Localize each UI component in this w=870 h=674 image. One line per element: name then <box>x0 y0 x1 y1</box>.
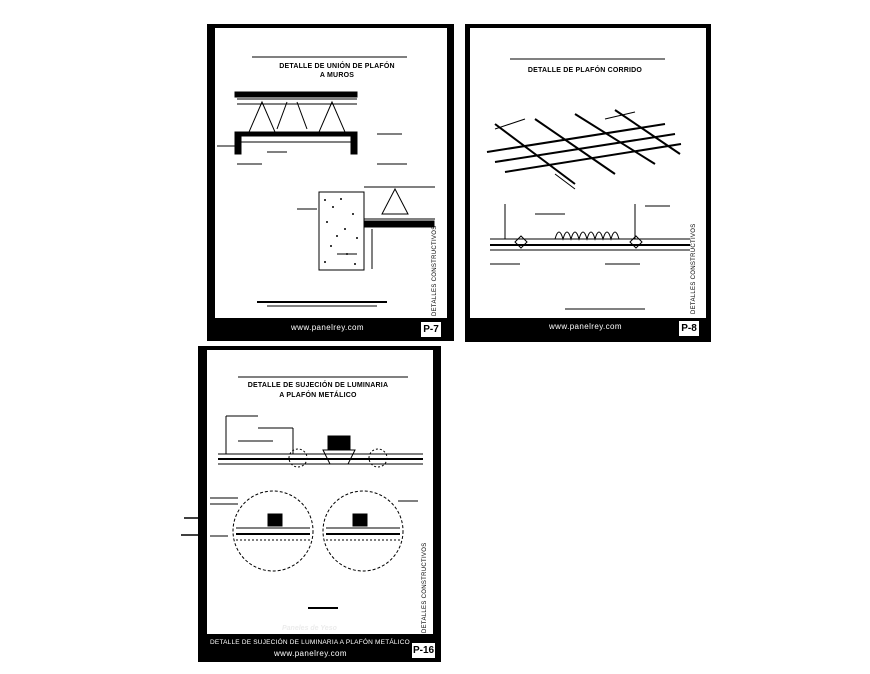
sheet-p16-drawing <box>210 376 423 609</box>
sheet-p16-drawing-area <box>207 350 433 634</box>
sheet-p8-drawing-area <box>470 28 706 318</box>
sheet-p8-badge: P-8 <box>679 321 699 336</box>
ceiling-slab <box>234 91 358 98</box>
ceiling-grid-isometric <box>486 109 682 185</box>
ceiling-section <box>490 204 690 265</box>
sheet-p7: DETALLE DE UNIÓN DE PLAFÓN A MUROS DETAL… <box>207 24 454 341</box>
sheet-p16-title-line2: A PLAFÓN METÁLICO <box>279 392 357 399</box>
sheet-p8-title-line1: DETALLE DE PLAFÓN CORRIDO <box>527 67 643 74</box>
sheet-p7-title-line1: DETALLE DE UNIÓN DE PLAFÓN <box>279 63 395 70</box>
sheet-p7-badge: P-7 <box>421 322 441 337</box>
sheet-p8-url[interactable]: www.panelrey.com <box>549 322 622 331</box>
sheet-p16-url[interactable]: www.panelrey.com <box>274 649 347 658</box>
sheet-p8: DETALLE DE PLAFÓN CORRIDO DETALLES CONST… <box>465 24 711 342</box>
insulation-coils <box>554 231 620 241</box>
detail-circle-right <box>322 490 404 572</box>
sheet-p16-title-line1: DETALLE DE SUJECIÓN DE LUMINARIA <box>247 382 389 389</box>
hanger-lower <box>381 187 409 215</box>
sheet-p16-caption: DETALLE DE SUJECIÓN DE LUMINARIA A PLAFÓ… <box>210 639 410 646</box>
sheet-p7-url[interactable]: www.panelrey.com <box>291 323 364 332</box>
sheet-p8-drawing <box>486 58 690 310</box>
concrete-wall <box>318 191 365 271</box>
detail-circle-left <box>232 490 314 572</box>
sheet-p16-badge: P-16 <box>412 643 435 658</box>
sheet-p16-watermark: Paneles de Yeso <box>282 625 337 632</box>
sheet-p7-drawing <box>217 56 435 307</box>
concrete-hatch <box>324 198 358 265</box>
sheet-p16: DETALLE DE SUJECIÓN DE LUMINARIA A PLAFÓ… <box>198 346 441 662</box>
sheet-p7-title-line2: A MUROS <box>319 72 355 79</box>
luminaire-section <box>218 415 423 468</box>
